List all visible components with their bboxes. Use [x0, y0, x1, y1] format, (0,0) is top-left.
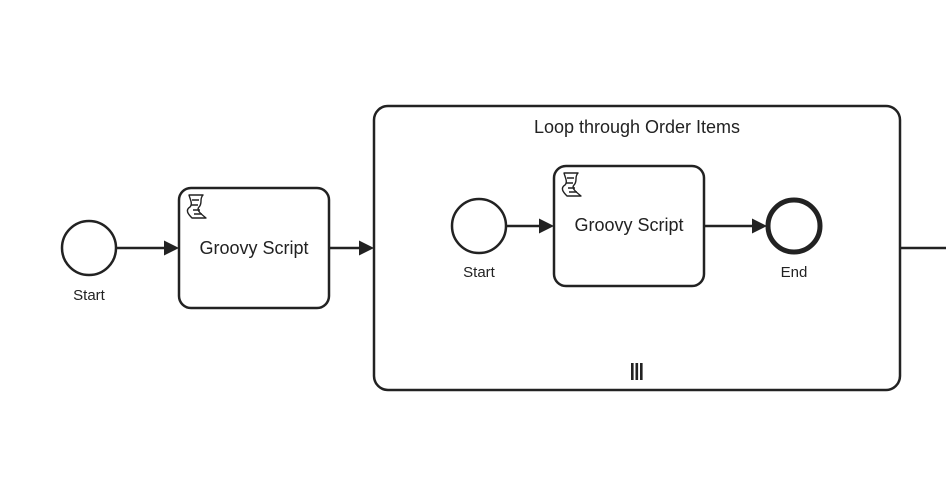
inner-script-task-label: Groovy Script: [574, 215, 683, 235]
inner-start-event-label: Start: [463, 264, 496, 281]
start-event-label: Start: [73, 287, 106, 304]
script-task[interactable]: Groovy Script: [177, 186, 331, 310]
sequence-flow-script-to-subprocess[interactable]: [329, 240, 374, 256]
sequence-flow-inner-start-to-script[interactable]: [506, 218, 554, 234]
script-task-label: Groovy Script: [199, 238, 308, 258]
script-icon: [186, 194, 207, 219]
inner-end-event[interactable]: [765, 197, 823, 255]
start-event[interactable]: [60, 219, 118, 277]
inner-end-event-label: End: [781, 264, 808, 281]
sequence-flow-start-to-script[interactable]: [116, 240, 179, 256]
parallel-multi-instance-icon: [631, 363, 643, 380]
inner-script-task[interactable]: Groovy Script: [552, 164, 706, 288]
inner-start-event[interactable]: [450, 197, 508, 255]
script-icon: [561, 172, 582, 197]
sequence-flow-inner-script-to-end[interactable]: [704, 218, 767, 234]
subprocess-label: Loop through Order Items: [534, 117, 740, 137]
